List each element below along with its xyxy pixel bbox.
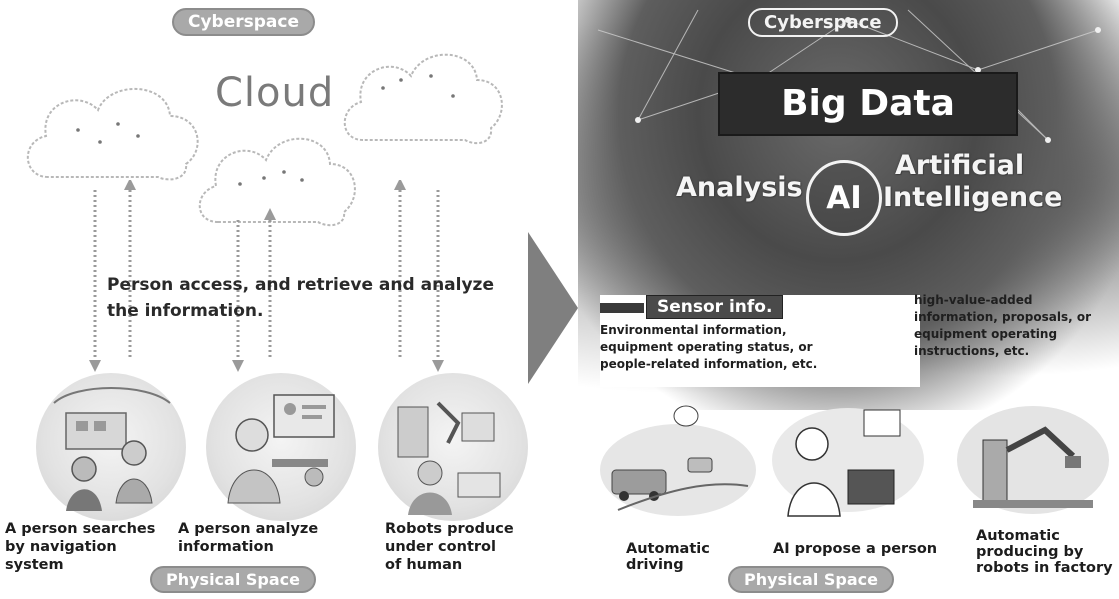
left-panel: Cyberspace Cloud Person [0,0,528,599]
data-flow-arrows [89,180,444,372]
high-value-info-text: high-value-added information, proposals,… [914,293,1091,358]
scene-label-automatic-driving: Automatic driving [626,541,710,573]
navigation-illustration-icon [53,387,171,511]
left-caption: Person access, and retrieve and analyze … [107,275,494,321]
cyberspace-label-right: Cyberspace [748,8,898,37]
factory-robot-illustration-icon [957,406,1109,514]
transition-arrow-icon [528,232,578,384]
right-panel: Cyberspace Big Data Analysis AI Artifici… [578,0,1119,599]
cloud-icon [26,88,199,181]
scene-label-factory-robots: Automatic producing by robots in factory [976,528,1113,576]
scene-label-analysis: A person analyze information [178,521,319,555]
scene-label-ai-propose: AI propose a person [773,541,938,557]
robot-illustration-icon [397,401,501,515]
artificial-intelligence-label: Artificial Intelligence [883,150,1063,213]
analysis-scene [206,373,356,521]
automatic-driving-illustration-icon [600,405,756,516]
cloud-icon [343,53,503,145]
sensor-info-label: Sensor info. [646,295,784,319]
physical-space-label-right: Physical Space [728,566,894,593]
navigation-scene [36,373,186,521]
cloud-title: Cloud [215,70,335,116]
cloud-icon [198,137,356,227]
cyberspace-label-left: Cyberspace [172,8,316,36]
analysis-label: Analysis [676,172,803,203]
analysis-illustration-icon [227,394,335,504]
physical-space-label-left: Physical Space [150,566,316,593]
big-data-block: Big Data [718,72,1018,136]
ai-proposal-illustration-icon [772,408,924,517]
robot-control-scene [378,373,528,521]
scene-label-robots: Robots produce under control of human [385,521,514,573]
sensor-info-text: Environmental information, equipment ope… [600,323,818,371]
scene-label-navigation: A person searches by navigation system [5,521,156,573]
sensor-bar [600,303,644,313]
ai-badge: AI [806,160,882,236]
